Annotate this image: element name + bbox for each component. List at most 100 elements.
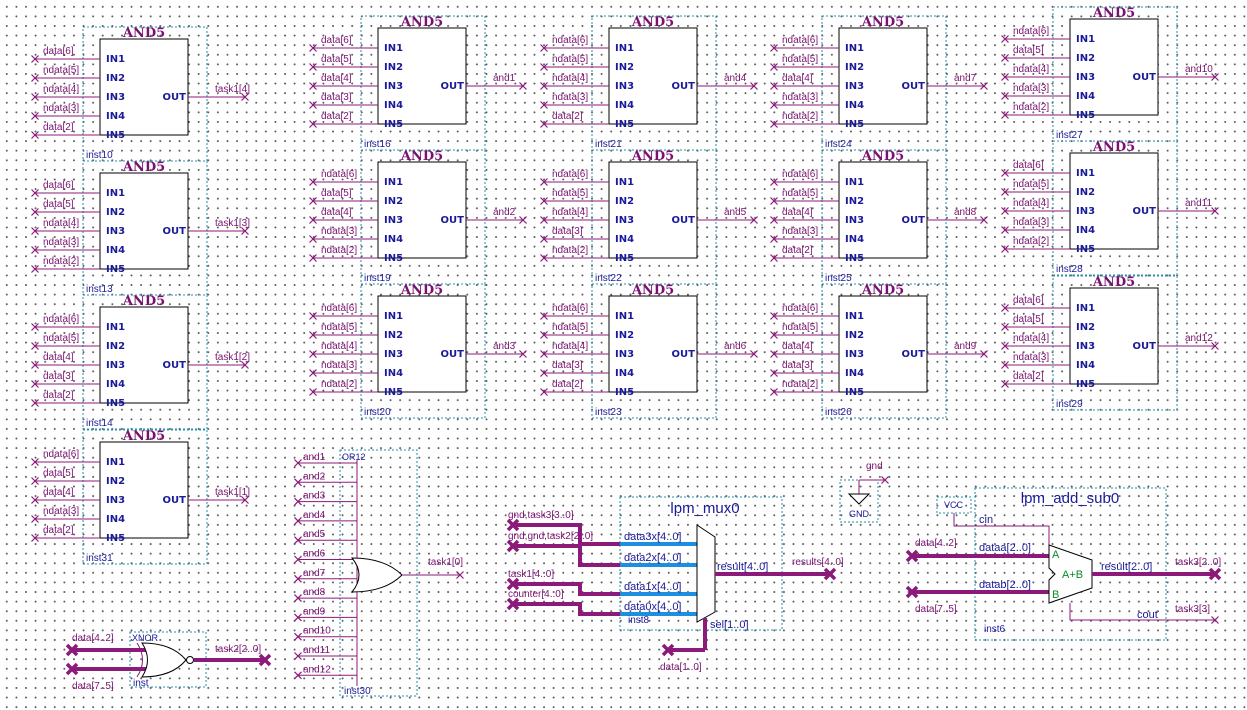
pin-end-stroke [823, 567, 837, 581]
and5-block-inst24[interactable]: AND5IN1ndata[6]IN2ndata[5]IN3data[4]IN4n… [770, 15, 988, 151]
and5-body[interactable] [838, 27, 928, 125]
and5-block-inst28[interactable]: AND5IN1data[6]IN2ndata[5]IN3ndata[4]IN4n… [1001, 140, 1219, 276]
output-signal-label: task3[3] [1175, 604, 1210, 615]
port-label: IN2 [1076, 322, 1095, 333]
and5-block-inst19[interactable]: AND5IN1ndata[6]IN2data[5]IN3data[4]IN4nd… [309, 149, 527, 285]
input-signal-label: ndata[6] [321, 169, 357, 180]
and5-body[interactable] [99, 306, 189, 404]
port-label: OUT [163, 92, 187, 103]
and5-body[interactable] [608, 161, 698, 259]
instance-name: inst24 [825, 139, 852, 150]
and5-body[interactable] [608, 27, 698, 125]
port-label: IN3 [384, 81, 403, 92]
pin-end-stroke [31, 208, 39, 216]
port-label: IN2 [845, 330, 864, 341]
port-label: IN2 [384, 330, 403, 341]
port-b-label: B [1052, 589, 1059, 601]
and5-block-inst10[interactable]: AND5IN1data[6]IN2ndata[5]IN3ndata[4]IN4n… [31, 26, 251, 162]
and5-block-inst16[interactable]: AND5IN1data[6]IN2data[5]IN3data[4]IN4dat… [309, 15, 527, 151]
mux-shape[interactable] [696, 524, 716, 623]
and5-block-inst20[interactable]: AND5IN1ndata[6]IN2ndata[5]IN3ndata[4]IN4… [309, 283, 527, 419]
pin-end-stroke [540, 254, 548, 262]
and5-block-inst13[interactable]: AND5IN1data[6]IN2data[5]IN3ndata[4]IN4nd… [31, 160, 251, 296]
block-title: AND5 [122, 429, 165, 444]
and5-block-inst26[interactable]: AND5IN1ndata[6]IN2ndata[5]IN3data[4]IN4d… [770, 283, 988, 419]
port-label: IN3 [845, 81, 864, 92]
port-label: IN1 [106, 457, 125, 468]
and5-body[interactable] [1069, 287, 1159, 385]
or12-block[interactable]: OR12and1and2and3and4and5and6and7and8and9… [294, 449, 464, 697]
pin-end-marker [770, 44, 778, 52]
input-signal-label: ndata[6] [321, 303, 357, 314]
and5-block-inst29[interactable]: AND5IN1data[6]IN2data[5]IN3ndata[4]IN4nd… [1001, 275, 1219, 411]
pin-end-stroke [540, 312, 548, 320]
or-gate-shape[interactable] [350, 557, 403, 593]
port-label: OUT [902, 81, 926, 92]
pin-end-marker [1208, 567, 1222, 581]
port-label: IN5 [1076, 110, 1095, 121]
pin-end-marker [294, 555, 302, 564]
and5-body[interactable] [1069, 152, 1159, 250]
port-label: IN4 [384, 100, 403, 111]
and5-block-inst21[interactable]: AND5IN1ndata[6]IN2ndata[5]IN3ndata[4]IN4… [540, 15, 758, 151]
pin-end-marker [309, 254, 317, 262]
pin-end-marker [294, 594, 302, 603]
pin-end-stroke [980, 350, 988, 358]
and5-block-inst22[interactable]: AND5IN1ndata[6]IN2ndata[5]IN3ndata[4]IN4… [540, 149, 758, 285]
and5-body[interactable] [608, 295, 698, 393]
pin-end-marker [31, 265, 39, 273]
pin-end-stroke [1001, 111, 1009, 119]
pin-end-marker [1001, 54, 1009, 62]
pin-end-stroke [31, 189, 39, 197]
pin-end-stroke [294, 555, 302, 564]
and5-body[interactable] [377, 27, 467, 125]
pin-end-stroke [294, 516, 302, 525]
and5-body[interactable] [1069, 18, 1159, 116]
port-label: IN3 [615, 81, 634, 92]
port-label: IN1 [1076, 168, 1095, 179]
pin-end-marker [1211, 616, 1219, 624]
pin-end-marker [750, 82, 758, 90]
pin-end-stroke [881, 476, 889, 484]
input-signal-label: data[2] [43, 390, 74, 401]
pin-end-stroke [750, 216, 758, 224]
and5-block-inst14[interactable]: AND5IN1ndata[6]IN2ndata[5]IN3data[4]IN4d… [31, 294, 251, 430]
and5-body[interactable] [377, 295, 467, 393]
vcc-frame [936, 496, 972, 514]
port-label: OUT [902, 215, 926, 226]
lpm-mux-block[interactable]: lpm_mux0gnd,task3[3..0]data3x[4..0]gnd,g… [506, 496, 844, 673]
and5-block-inst27[interactable]: AND5IN1ndata[6]IN2data[5]IN3ndata[4]IN4n… [1001, 6, 1219, 142]
instance-name: inst19 [364, 273, 391, 284]
port-label: IN5 [845, 119, 864, 130]
pin-end-stroke [770, 350, 778, 358]
and5-block-inst31[interactable]: AND5IN1ndata[6]IN2data[5]IN3data[4]IN4nd… [31, 429, 251, 565]
pin-end-stroke [750, 82, 758, 90]
port-label: IN4 [106, 514, 125, 525]
pin-end-stroke [540, 63, 548, 71]
port-label: IN1 [1076, 34, 1095, 45]
and5-block-inst25[interactable]: AND5IN1ndata[6]IN2ndata[5]IN3data[4]IN4n… [770, 149, 988, 285]
block-title: AND5 [122, 160, 165, 175]
and5-body[interactable] [99, 172, 189, 270]
and5-block-inst23[interactable]: AND5IN1ndata[6]IN2ndata[5]IN3ndata[4]IN4… [540, 283, 758, 419]
port-label: IN2 [615, 62, 634, 73]
port-label: IN5 [106, 533, 125, 544]
and5-body[interactable] [99, 441, 189, 539]
and5-body[interactable] [99, 38, 189, 136]
pin-end-marker [540, 44, 548, 52]
and5-body[interactable] [377, 161, 467, 259]
pin-end-stroke [309, 44, 317, 52]
adder-shape[interactable] [1048, 544, 1093, 604]
and5-body[interactable] [838, 295, 928, 393]
pin-end-stroke [905, 585, 919, 599]
input-signal-label: counter[4..0] [508, 589, 564, 600]
xnor-gate-shape[interactable] [141, 642, 187, 678]
and5-body[interactable] [838, 161, 928, 259]
pin-end-stroke [309, 388, 317, 396]
port-label: OUT [672, 215, 696, 226]
input-signal-label: ndata[4] [43, 218, 79, 229]
